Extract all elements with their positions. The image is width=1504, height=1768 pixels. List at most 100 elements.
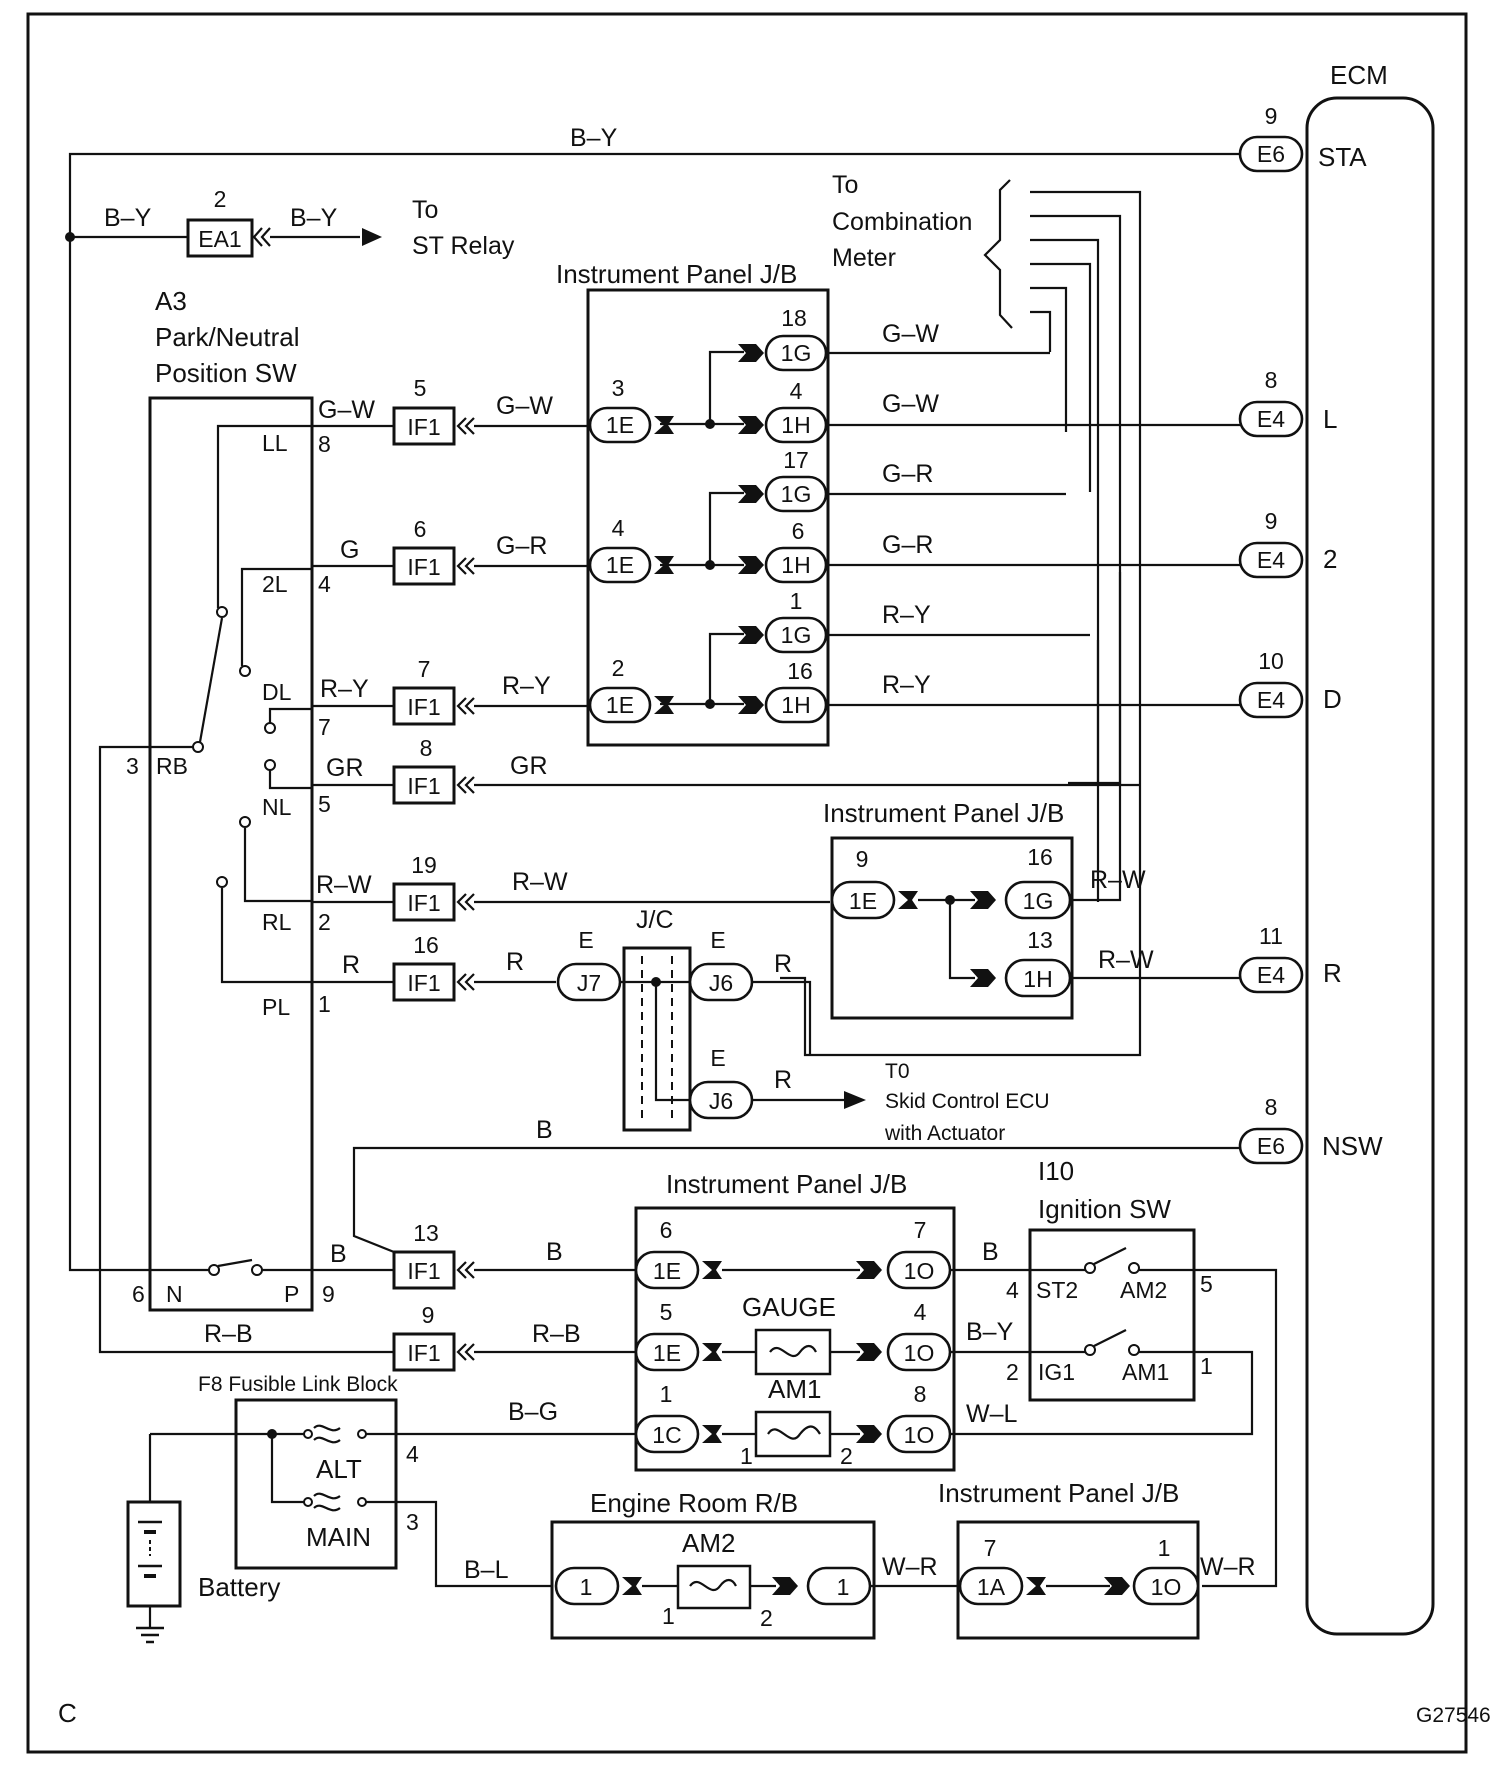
- svg-text:EA1: EA1: [198, 226, 241, 252]
- svg-text:1G: 1G: [1023, 888, 1054, 914]
- svg-text:GR: GR: [326, 754, 364, 782]
- ecm-2: 2: [1323, 544, 1337, 574]
- svg-text:G–R: G–R: [496, 532, 547, 560]
- svg-text:1: 1: [1158, 1535, 1171, 1561]
- svg-text:B: B: [982, 1238, 999, 1266]
- svg-text:9: 9: [1265, 103, 1278, 129]
- st-relay-connector: EA1 2 B–Y To ST Relay: [186, 186, 515, 260]
- svg-text:2: 2: [840, 1443, 853, 1469]
- svg-text:1O: 1O: [904, 1258, 935, 1284]
- svg-text:7: 7: [418, 656, 431, 682]
- svg-text:1: 1: [660, 1381, 673, 1407]
- svg-text:R: R: [774, 1066, 792, 1094]
- svg-text:AM1: AM1: [1122, 1359, 1169, 1385]
- svg-text:R–B: R–B: [204, 1320, 253, 1348]
- svg-text:B: B: [330, 1240, 347, 1268]
- jb-upper-1h-6: 1H 6: [738, 518, 828, 584]
- svg-text:G–R: G–R: [882, 531, 933, 559]
- svg-text:Engine Room R/B: Engine Room R/B: [590, 1488, 798, 1518]
- svg-text:8: 8: [914, 1381, 927, 1407]
- svg-text:E: E: [710, 1045, 725, 1071]
- svg-text:G–W: G–W: [496, 392, 553, 420]
- svg-text:W–L: W–L: [966, 1400, 1018, 1428]
- svg-text:B–G: B–G: [508, 1398, 558, 1426]
- jb-upper-1h-4: 1H 4: [738, 378, 828, 444]
- if1-row-dl: R–Y IF1 7 R–Y: [312, 656, 590, 726]
- svg-text:R: R: [506, 948, 524, 976]
- svg-text:IF1: IF1: [407, 970, 440, 996]
- svg-text:R: R: [774, 950, 792, 978]
- svg-text:2: 2: [1006, 1359, 1019, 1385]
- svg-text:B–L: B–L: [464, 1556, 509, 1584]
- svg-text:F8 Fusible Link Block: F8 Fusible Link Block: [198, 1373, 398, 1396]
- svg-text:4: 4: [406, 1441, 419, 1467]
- svg-text:9: 9: [322, 1281, 335, 1307]
- pos-nl: NL: [262, 794, 292, 820]
- svg-text:Combination: Combination: [832, 208, 972, 236]
- svg-text:E4: E4: [1257, 406, 1285, 432]
- if1-row-2l: G IF1 6 G–R: [312, 516, 590, 586]
- jb-bottom: Instrument Panel J/B 1A 7 1O 1 W–R: [938, 1478, 1256, 1640]
- svg-text:Ignition SW: Ignition SW: [1038, 1194, 1171, 1224]
- svg-text:13: 13: [1027, 927, 1053, 953]
- svg-text:E6: E6: [1257, 1133, 1285, 1159]
- svg-text:R–W: R–W: [316, 871, 372, 899]
- svg-text:IF1: IF1: [407, 1258, 440, 1284]
- svg-text:1E: 1E: [606, 412, 634, 438]
- svg-text:Instrument Panel J/B: Instrument Panel J/B: [823, 798, 1064, 828]
- jb-upper-output-wires: G–W G–W G–R G–R R–Y R–Y: [826, 320, 1240, 785]
- skid-to: T0: [885, 1060, 910, 1083]
- svg-text:RB: RB: [156, 753, 188, 779]
- svg-text:7: 7: [914, 1217, 927, 1243]
- svg-text:Instrument Panel J/B: Instrument Panel J/B: [666, 1169, 907, 1199]
- sta-wiring: B–Y B–Y: [65, 124, 1240, 1272]
- svg-text:AM2: AM2: [1120, 1277, 1167, 1303]
- svg-text:1: 1: [790, 588, 803, 614]
- svg-text:10: 10: [1258, 648, 1284, 674]
- svg-text:Instrument Panel J/B: Instrument Panel J/B: [938, 1478, 1179, 1508]
- svg-text:IG1: IG1: [1038, 1359, 1075, 1385]
- svg-text:1: 1: [580, 1574, 593, 1600]
- svg-text:5: 5: [660, 1299, 673, 1325]
- jb-upper: Instrument Panel J/B 1E 3 1E 4 1E 2: [556, 259, 830, 747]
- svg-text:1O: 1O: [904, 1340, 935, 1366]
- svg-text:16: 16: [787, 658, 813, 684]
- svg-text:1H: 1H: [781, 692, 810, 718]
- fusible-link-block: F8 Fusible Link Block ALT 4 MAIN 3 B–L: [150, 1373, 552, 1588]
- svg-text:R: R: [342, 951, 360, 979]
- jb-upper-title: Instrument Panel J/B: [556, 259, 797, 289]
- svg-text:1O: 1O: [904, 1422, 935, 1448]
- svg-text:18: 18: [781, 305, 807, 331]
- pos-rl: RL: [262, 909, 292, 935]
- jb-lower: Instrument Panel J/B 1E 6 1O 7 1E 5 GAUG…: [634, 1169, 956, 1472]
- junction-connector: J/C J7 E J6 E J6 E R R T0 Skid Control E…: [556, 906, 1050, 1145]
- svg-text:16: 16: [1027, 844, 1053, 870]
- svg-text:A3: A3: [155, 286, 187, 316]
- pos-pl: PL: [262, 994, 290, 1020]
- svg-text:1: 1: [740, 1443, 753, 1469]
- jb-upper-1g-17: 1G 17: [738, 447, 828, 513]
- svg-text:IF1: IF1: [407, 773, 440, 799]
- wire-label-by-top: B–Y: [570, 124, 618, 152]
- st-relay-to: To: [412, 196, 438, 224]
- svg-text:Meter: Meter: [832, 244, 896, 272]
- figure-id: G27546: [1416, 1704, 1491, 1727]
- svg-text:ST2: ST2: [1036, 1277, 1078, 1303]
- svg-text:9: 9: [856, 846, 869, 872]
- if1-row-p: B IF1 13 B B: [312, 1116, 1240, 1290]
- if1-row-nl: GR IF1 8 GR: [312, 735, 1140, 805]
- ignition-switch: I10 Ignition SW ST2 AM2 IG1 AM1 4 5 2 1: [1006, 1156, 1213, 1402]
- pos-dl: DL: [262, 679, 292, 705]
- ecm-connector-l: E4 8: [1238, 367, 1304, 438]
- svg-text:G: G: [340, 536, 359, 564]
- svg-text:1A: 1A: [977, 1574, 1006, 1600]
- svg-text:E4: E4: [1257, 962, 1285, 988]
- svg-text:Position SW: Position SW: [155, 358, 297, 388]
- svg-text:2: 2: [612, 655, 625, 681]
- svg-text:J/C: J/C: [636, 906, 674, 934]
- svg-text:1G: 1G: [781, 622, 812, 648]
- jb-upper-1e-4: 1E 4: [588, 515, 674, 584]
- svg-text:J6: J6: [709, 970, 733, 996]
- ecm-connector-sta: E6 9: [1238, 103, 1304, 173]
- svg-text:N: N: [166, 1281, 183, 1307]
